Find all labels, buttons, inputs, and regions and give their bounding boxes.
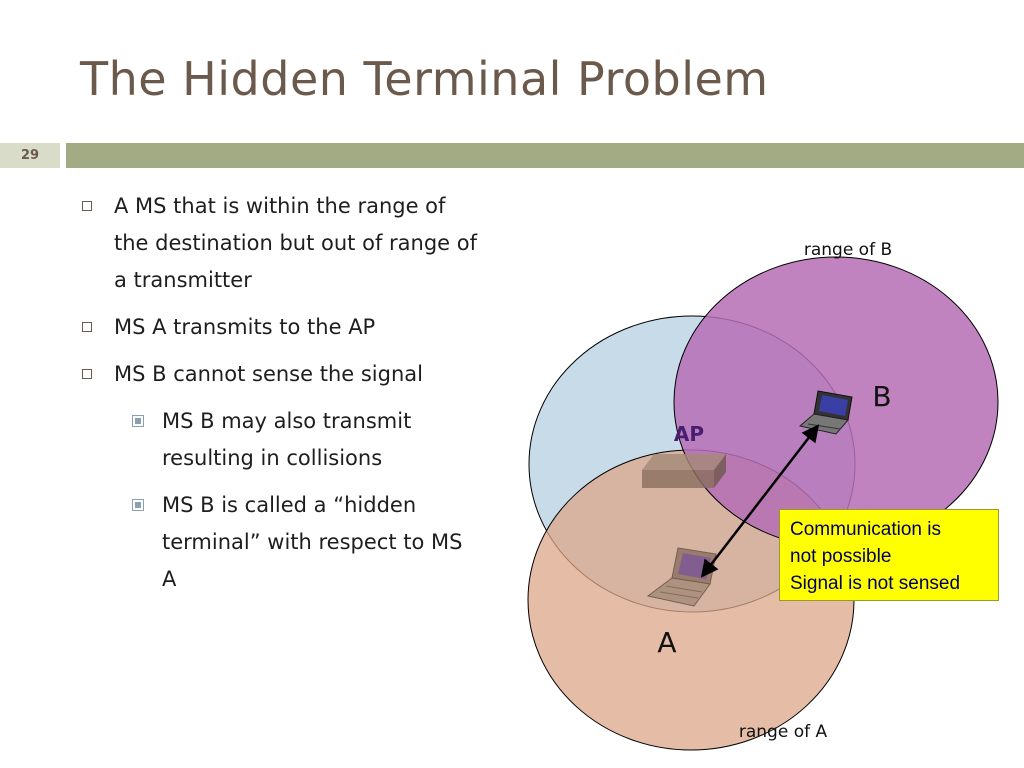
node-b-label: B [872, 380, 891, 413]
slide-number: 29 [0, 143, 60, 168]
range-a-label: range of A [739, 722, 828, 742]
note-line: Communication is [790, 519, 941, 540]
bullet-list: A MS that is within the range of the des… [80, 188, 480, 608]
node-a-label: A [657, 626, 676, 659]
filled-square-bullet-icon [132, 415, 144, 427]
note-box: Communication is not possible Signal is … [779, 509, 999, 601]
note-line: not possible [790, 546, 892, 567]
ap-label: AP [674, 422, 704, 446]
hollow-square-bullet-icon [82, 201, 92, 211]
bullet-text: MS B cannot sense the signal [114, 362, 423, 386]
access-point-icon [642, 454, 726, 488]
sub-bullet-text: MS B is called a “hidden terminal” with … [162, 493, 463, 591]
bullet-item: MS A transmits to the AP [80, 309, 480, 346]
bullet-item: A MS that is within the range of the des… [80, 188, 480, 299]
hollow-square-bullet-icon [82, 369, 92, 379]
communication-arrow [700, 424, 820, 578]
hollow-square-bullet-icon [82, 322, 92, 332]
note-line: Signal is not sensed [790, 573, 961, 594]
slide-title: The Hidden Terminal Problem [80, 52, 769, 106]
sub-bullet-item: MS B is called a “hidden terminal” with … [114, 487, 480, 598]
sub-bullet-text: MS B may also transmit resulting in coll… [162, 409, 412, 470]
filled-square-bullet-icon [132, 499, 144, 511]
range-b-label: range of B [804, 240, 892, 260]
sub-bullet-item: MS B may also transmit resulting in coll… [114, 403, 480, 477]
bullet-text: A MS that is within the range of the des… [114, 194, 477, 292]
laptop-b-icon [798, 390, 853, 435]
title-accent-bar [66, 143, 1024, 168]
bullet-item: MS B cannot sense the signal [80, 356, 480, 393]
bullet-text: MS A transmits to the AP [114, 315, 376, 339]
